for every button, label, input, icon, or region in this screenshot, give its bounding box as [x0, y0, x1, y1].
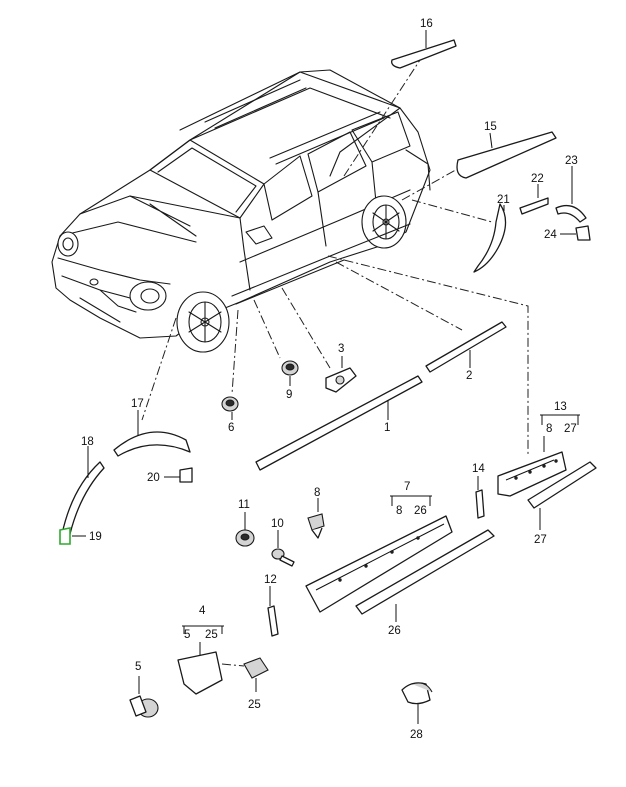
part-2-sill-trim: 2 [425, 321, 507, 382]
callout-7-sub-b: 26 [414, 505, 427, 517]
callout-10: 10 [271, 518, 284, 530]
callout-13-sub-a: 8 [546, 423, 552, 435]
callout-7-head: 7 [404, 481, 410, 493]
callout-11: 11 [238, 499, 250, 511]
part-14-trim: 14 [472, 463, 485, 519]
part-23-trim: 23 [555, 155, 587, 223]
part-15-trim-strip: 15 [456, 121, 557, 179]
dashed-leaders [141, 59, 529, 456]
part-24-clip: 24 [544, 225, 591, 241]
vehicle-illustration [51, 69, 431, 353]
callout-28: 28 [410, 729, 423, 741]
callout-group-4: 4 5 25 [182, 605, 224, 660]
part-1-sill-trim: 1 [255, 375, 423, 471]
part-16-trim-strip: 16 [391, 18, 457, 69]
callout-4-sub-b: 25 [205, 629, 218, 641]
callout-4-head: 4 [199, 605, 206, 617]
callout-13-sub-b: 27 [564, 423, 577, 435]
callout-12: 12 [264, 574, 277, 586]
callout-group-13: 13 8 27 [540, 401, 580, 452]
callout-13-head: 13 [554, 401, 567, 413]
callout-18: 18 [81, 436, 94, 448]
callout-4-sub-a: 5 [184, 629, 190, 641]
part-12-trim: 12 [264, 574, 279, 637]
part-8-clip: 8 [307, 487, 325, 539]
callout-6: 6 [228, 422, 234, 434]
callout-8: 8 [314, 487, 320, 499]
callout-24: 24 [544, 229, 557, 241]
callout-1: 1 [384, 422, 390, 434]
part-5-clip: 5 [129, 661, 159, 718]
callout-25: 25 [248, 699, 261, 711]
part-6-grommet: 6 [221, 396, 239, 434]
part-20-clip: 20 [147, 467, 193, 484]
callout-23: 23 [565, 155, 578, 167]
part-25-cap: 25 [221, 657, 269, 711]
callout-5: 5 [135, 661, 141, 673]
part-22-trim: 22 [519, 173, 549, 215]
callout-19: 19 [89, 531, 102, 543]
part-17-wheel-arch-trim: 17 [113, 398, 191, 457]
part-9-grommet: 9 [281, 360, 299, 401]
callout-16: 16 [420, 18, 433, 30]
part-3-bracket: 3 [325, 343, 357, 393]
part-4-mudflap [177, 651, 223, 695]
callout-21: 21 [497, 194, 510, 206]
part-27-trim-strip: 27 [527, 461, 597, 546]
part-13-door-trim [497, 451, 567, 497]
part-10-screw: 10 [271, 518, 295, 567]
callout-7-sub-a: 8 [396, 505, 402, 517]
callout-22: 22 [531, 173, 544, 185]
callout-26: 26 [388, 625, 401, 637]
callout-17: 17 [131, 398, 144, 410]
part-21-wheel-arch-trim: 21 [473, 194, 510, 273]
callout-15: 15 [484, 121, 497, 133]
callout-2: 2 [466, 370, 472, 382]
part-19-clip: 19 [59, 527, 102, 545]
callout-group-7: 7 8 26 [390, 481, 432, 517]
part-7-door-trim [305, 515, 453, 613]
callout-27: 27 [534, 534, 547, 546]
callout-20: 20 [147, 472, 160, 484]
part-11-grommet: 11 [235, 499, 255, 547]
part-26-trim-strip: 26 [355, 529, 495, 637]
part-18-wheel-arch-trim: 18 [61, 436, 105, 535]
callout-3: 3 [338, 343, 344, 355]
callout-9: 9 [286, 389, 292, 401]
callout-14: 14 [472, 463, 485, 475]
part-28-plug: 28 [401, 682, 433, 741]
